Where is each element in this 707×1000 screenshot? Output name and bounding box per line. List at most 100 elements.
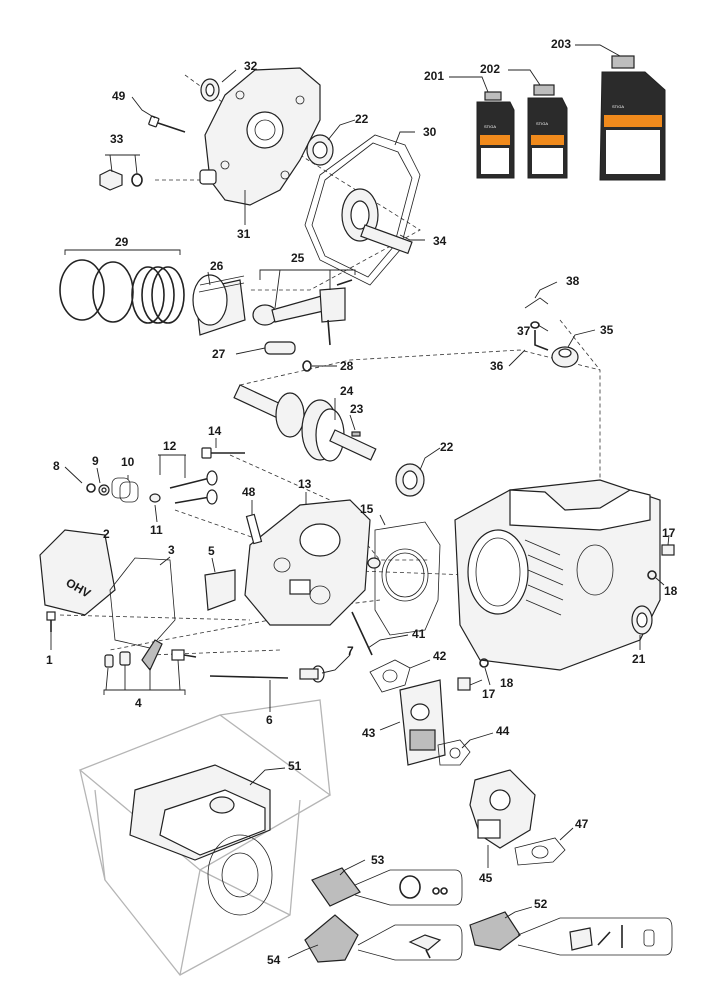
screw-1: [46, 611, 56, 632]
callout-25: 25: [291, 251, 305, 265]
callout-34: 34: [433, 234, 447, 248]
callout-29: 29: [115, 235, 129, 249]
callout-21: 21: [632, 652, 646, 666]
callout-48: 48: [242, 485, 256, 499]
head-gasket-15: [374, 521, 441, 636]
callout-33: 33: [110, 132, 124, 146]
callout-37: 37: [517, 324, 531, 338]
boxed-engine: [129, 764, 273, 916]
callout-47: 47: [575, 817, 589, 831]
dowel-pin: [367, 557, 381, 569]
callout-38: 38: [566, 274, 580, 288]
callout-8: 8: [53, 459, 60, 473]
bolt-49: [148, 115, 186, 133]
piston-26: [192, 274, 246, 336]
air-filter-gasket-47: [514, 837, 566, 866]
connecting-rod-25: [252, 279, 353, 346]
kit-53: [311, 867, 463, 907]
callout-17-right: 17: [662, 526, 676, 540]
callout-7: 7: [347, 644, 354, 658]
callout-2: 2: [103, 527, 110, 541]
breather-plate-5: [204, 569, 236, 611]
callout-52: 52: [534, 897, 548, 911]
crankshaft-24: [233, 384, 377, 462]
carb-gasket-44: [437, 739, 471, 766]
rocker-parts-4: [104, 639, 197, 672]
oil-seal-21: [631, 605, 653, 635]
callout-9: 9: [92, 454, 99, 468]
callout-23: 23: [350, 402, 364, 416]
callout-43: 43: [362, 726, 376, 740]
oil-bottle-201: STIGA: [476, 91, 515, 179]
callout-15: 15: [360, 502, 374, 516]
callout-5: 5: [208, 544, 215, 558]
callout-202: 202: [480, 62, 500, 76]
crankcase-cover: [199, 67, 321, 206]
oil-bottle-202: STIGA: [527, 84, 568, 179]
cylinder-head-13: [244, 499, 371, 626]
intake-stud-41: [351, 611, 373, 656]
bottle-203-brand: STIGA: [612, 104, 624, 109]
drain-plug-33: [99, 169, 143, 191]
callout-12: 12: [163, 439, 177, 453]
callout-18-bottom: 18: [500, 676, 514, 690]
insulator-43: [399, 679, 446, 766]
oil-bottle-203: STIGA: [599, 55, 666, 181]
push-rod-6: [209, 675, 289, 679]
engine-box-51: [78, 699, 332, 976]
callout-53: 53: [371, 853, 385, 867]
callout-4: 4: [135, 696, 142, 710]
callout-45: 45: [479, 871, 493, 885]
callout-24: 24: [340, 384, 354, 398]
callout-36: 36: [490, 359, 504, 373]
valve-train: [86, 470, 218, 505]
bolt-14: [201, 447, 245, 459]
callout-51: 51: [288, 759, 302, 773]
callout-13: 13: [298, 477, 312, 491]
stud-48: [245, 513, 263, 545]
bearing-22-bottom: [395, 463, 425, 497]
callout-27: 27: [212, 347, 226, 361]
valve-cover-gasket-3: [109, 557, 176, 649]
callout-22-bottom: 22: [440, 440, 454, 454]
callout-30: 30: [423, 125, 437, 139]
kit-52: [469, 911, 673, 956]
callout-54: 54: [267, 953, 281, 967]
oil-seal-32: [200, 78, 220, 102]
callout-35: 35: [600, 323, 614, 337]
callout-14: 14: [208, 424, 222, 438]
callout-42: 42: [433, 649, 447, 663]
tappet-7: [299, 665, 325, 683]
callout-22-top: 22: [355, 112, 369, 126]
bottle-202-brand: STIGA: [536, 121, 548, 126]
drain-plug-17-bottom: [457, 658, 489, 691]
piston-pin-27: [264, 341, 296, 355]
callout-6: 6: [266, 713, 273, 727]
callout-31: 31: [237, 227, 251, 241]
callout-203: 203: [551, 37, 571, 51]
insulator-gasket-42: [369, 659, 411, 693]
circlip-28: [302, 360, 312, 372]
valve-cover-2: OHV: [39, 529, 116, 616]
bearing-22-top: [306, 134, 334, 166]
camshaft-34: [341, 188, 413, 255]
kit-54: [304, 914, 463, 963]
callout-labels: 32 49 33 22 30 31 34 201 202 203 29 26 2…: [46, 37, 678, 967]
carburetor-45: [469, 769, 536, 849]
callout-1: 1: [46, 653, 53, 667]
callout-44: 44: [496, 724, 510, 738]
callout-11: 11: [150, 523, 163, 537]
callout-201: 201: [424, 69, 444, 83]
callout-3: 3: [168, 543, 175, 557]
bottle-201-brand: STIGA: [484, 124, 496, 129]
callout-10: 10: [121, 455, 135, 469]
callout-17-bottom: 17: [482, 687, 496, 701]
leader-lines: [50, 44, 670, 959]
callout-26: 26: [210, 259, 224, 273]
callout-41: 41: [412, 627, 426, 641]
piston-rings-29: [59, 259, 185, 324]
callout-28: 28: [340, 359, 354, 373]
engine-block: [454, 479, 661, 671]
callout-32: 32: [244, 59, 258, 73]
